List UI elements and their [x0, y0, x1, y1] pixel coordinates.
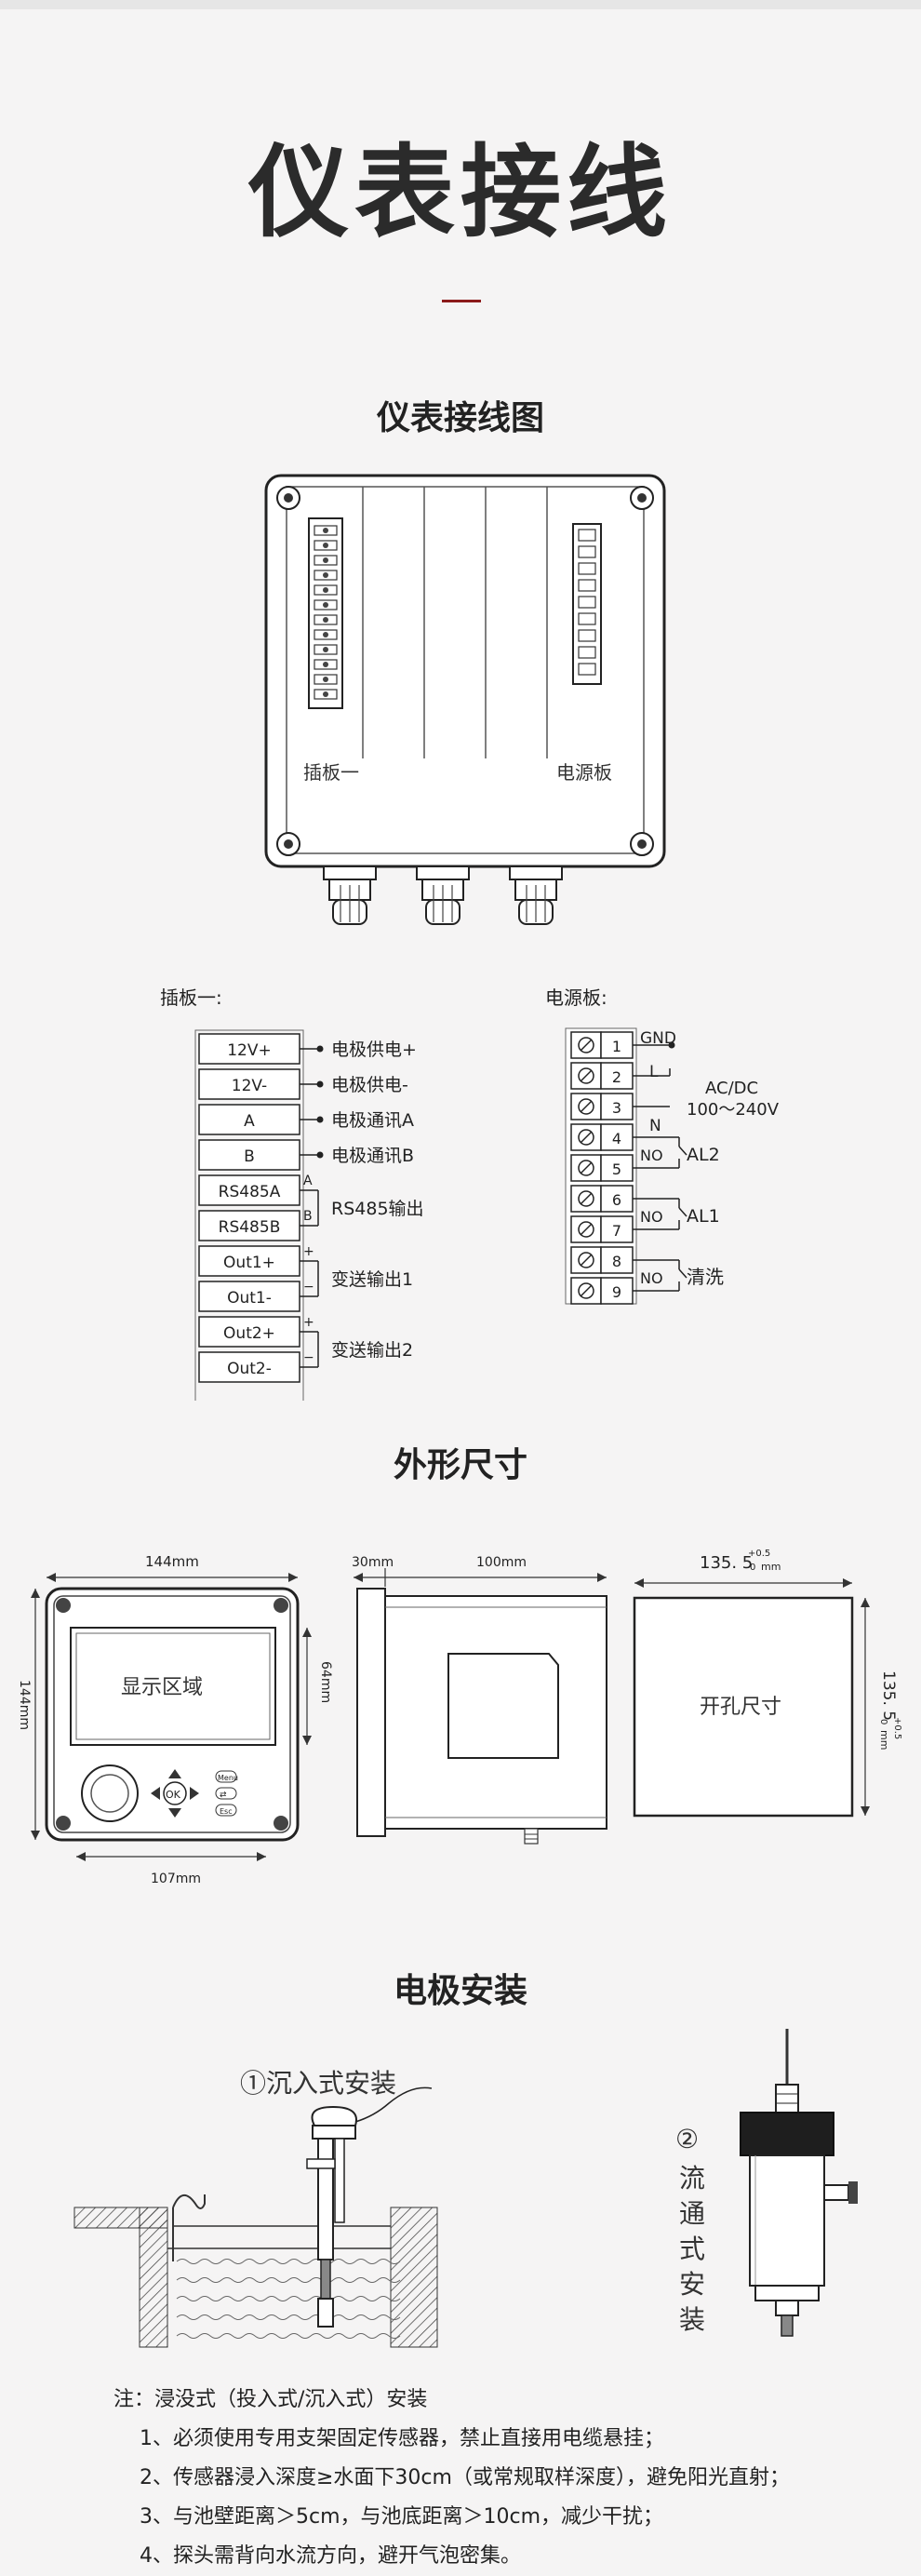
- voltage-label: 100～240V: [687, 1100, 780, 1120]
- width-107-label: 107mm: [151, 1872, 201, 1886]
- dimension-drawings: 144mm 显示区域 OK Menu ⇄ Esc 144mm: [0, 1531, 921, 1894]
- note-item-2: 2、传感器浸入深度≥水面下30cm（或常规取样深度），避免阳光直射；: [140, 2466, 790, 2489]
- menu-key-label: Menu: [218, 1774, 238, 1782]
- l-label: L: [649, 1063, 659, 1081]
- cut-width-label: 135. 5: [700, 1553, 753, 1573]
- device-diagram: 插板一 电源板: [260, 470, 670, 935]
- width-144-label: 144mm: [145, 1553, 199, 1570]
- flow-install-number: ②: [675, 2124, 699, 2154]
- power-terminal-number: 5: [612, 1161, 621, 1178]
- power-terminal-number: 4: [612, 1130, 621, 1147]
- top-bar: [0, 0, 921, 9]
- height-144-label: 144mm: [17, 1680, 32, 1730]
- board1-terminal-label: A: [244, 1112, 255, 1131]
- board1-pin-mark: B: [303, 1209, 313, 1224]
- board1-pin-mark: A: [303, 1174, 313, 1188]
- note-item-1: 1、必须使用专用支架固定传感器，禁止直接用电缆悬挂；: [140, 2427, 664, 2450]
- notes-heading: 注：浸没式（投入式/沉入式）安装: [113, 2388, 428, 2411]
- board1-pin-mark: −: [303, 1350, 314, 1365]
- no-label-1: NO: [640, 1147, 663, 1164]
- board1-signal-label: 变送输出1: [331, 1269, 413, 1290]
- board1-terminal-label: Out1+: [223, 1254, 275, 1272]
- immersion-install-label: ①沉入式安装: [240, 2068, 396, 2099]
- power-board-wiring: 电源板: 1 2 3 4 5 6 7 8 9 GND L AC/DC 100～240V N NO…: [540, 982, 828, 1317]
- depth-30-label: 30mm: [352, 1555, 394, 1570]
- board1-terminal-label: 12V+: [227, 1041, 272, 1060]
- power-terminal-number: 9: [612, 1283, 621, 1301]
- section-title-install: 电极安装: [393, 1972, 527, 2010]
- note-item-4: 4、探头需背向水流方向，避开气泡密集。: [140, 2544, 521, 2568]
- power-terminal-number: 2: [612, 1068, 621, 1086]
- wash-label: 清洗: [687, 1266, 724, 1288]
- cut-width-mm: mm: [761, 1561, 781, 1573]
- board1-signal-label: 电极供电-: [331, 1075, 408, 1095]
- power-terminal-number: 7: [612, 1222, 621, 1240]
- board1-terminal-label: Out2-: [227, 1360, 272, 1378]
- flow-install-char: 安: [679, 2269, 705, 2300]
- acdc-label: AC/DC: [705, 1079, 758, 1098]
- board1-pin-mark: +: [303, 1244, 314, 1259]
- section-title-wiring: 仪表接线图: [376, 399, 544, 437]
- no-label-3: NO: [640, 1269, 663, 1287]
- power-terminal-number: 1: [612, 1038, 621, 1055]
- installation-drawings: ①沉入式安装 ② 流通式安装: [0, 2029, 921, 2373]
- cut-width-tol-bot: 0: [750, 1563, 755, 1573]
- power-terminal-number: 8: [612, 1253, 621, 1270]
- section-title-dims: 外形尺寸: [393, 1446, 527, 1484]
- no-label-2: NO: [640, 1208, 663, 1226]
- power-board-label: 电源板: [556, 761, 612, 784]
- esc-key-label: Esc: [220, 1807, 233, 1816]
- board1-pin-mark: +: [303, 1315, 314, 1330]
- ok-key-label: OK: [166, 1789, 181, 1801]
- board1-signal-label: 电极供电+: [331, 1040, 417, 1060]
- board1-terminal-label: RS485B: [219, 1218, 281, 1237]
- shift-key-label: ⇄: [220, 1791, 227, 1800]
- gnd-label: GND: [640, 1029, 676, 1048]
- board1-signal-label: 电极通讯A: [331, 1110, 414, 1131]
- al1-label: AL1: [687, 1206, 720, 1227]
- cutout-label: 开孔尺寸: [700, 1696, 781, 1719]
- board1-title: 插板一:: [160, 986, 222, 1009]
- title-accent-line: [442, 300, 481, 302]
- board1-signal-label: 电极通讯B: [331, 1146, 414, 1166]
- board1-terminal-label: Out2+: [223, 1324, 275, 1343]
- al2-label: AL2: [687, 1145, 720, 1165]
- flow-install-char: 式: [679, 2234, 705, 2264]
- board1-signal-label: 变送输出2: [331, 1340, 413, 1361]
- board1-terminal-label: B: [244, 1147, 255, 1166]
- cut-height-label: 135. 5: [879, 1670, 898, 1721]
- board1-terminal-label: RS485A: [219, 1183, 281, 1201]
- note-item-3: 3、与池壁距离＞5cm，与池底距离＞10cm，减少干扰；: [140, 2505, 664, 2529]
- flow-install-char: 装: [679, 2304, 705, 2335]
- panel1-label: 插板一: [303, 761, 359, 784]
- board1-terminal-label: Out1-: [227, 1289, 272, 1308]
- board1-signal-label: RS485输出: [331, 1199, 424, 1219]
- n-label: N: [649, 1117, 661, 1135]
- display-area-label: 显示区域: [121, 1676, 203, 1699]
- page-title: 仪表接线: [247, 135, 673, 251]
- flow-install-char: 通: [679, 2198, 705, 2229]
- cut-height-mm: mm: [878, 1730, 890, 1750]
- cut-height-tol-top: +0.5: [892, 1717, 902, 1739]
- depth-64-label: 64mm: [318, 1661, 333, 1703]
- board1-terminal-label: 12V-: [232, 1077, 267, 1095]
- cut-width-tol-top: +0.5: [748, 1549, 770, 1559]
- power-terminal-number: 6: [612, 1191, 621, 1209]
- cut-height-tol-bot: 0: [878, 1719, 888, 1724]
- power-terminal-number: 3: [612, 1099, 621, 1117]
- depth-100-label: 100mm: [476, 1555, 527, 1570]
- board1-pin-mark: −: [303, 1280, 314, 1295]
- flow-install-char: 流: [679, 2163, 705, 2194]
- power-board-title: 电源板:: [545, 986, 607, 1009]
- installation-notes: 注：浸没式（投入式/沉入式）安装 1、必须使用专用支架固定传感器，禁止直接用电缆…: [113, 2381, 886, 2576]
